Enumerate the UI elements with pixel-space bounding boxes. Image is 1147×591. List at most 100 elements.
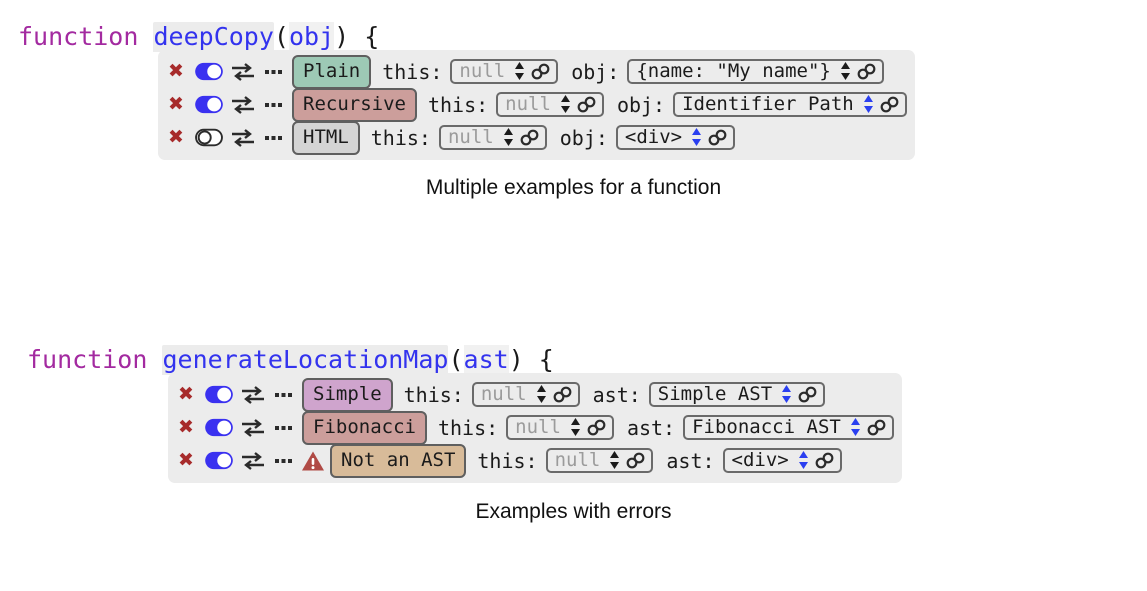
more-icon[interactable] [264, 129, 283, 147]
spinner-icon[interactable] [840, 61, 851, 81]
sig-space [147, 345, 162, 375]
close-paren: ) [334, 22, 350, 51]
arg-value-field[interactable]: null [438, 125, 547, 150]
arg-value-field[interactable]: <div> [615, 125, 736, 150]
arg-value: <div> [624, 125, 683, 148]
spinner-icon[interactable] [570, 417, 581, 437]
close-icon[interactable]: ✖ [168, 60, 184, 82]
arg-value-field[interactable]: null [471, 382, 580, 407]
close-icon[interactable]: ✖ [178, 449, 194, 471]
spinner-icon[interactable] [798, 450, 809, 470]
enable-toggle[interactable] [204, 385, 234, 404]
arg-label: this: [382, 59, 443, 84]
swap-icon[interactable] [231, 95, 255, 115]
spinner-icon[interactable] [850, 417, 861, 437]
example-row[interactable]: ✖ Recursive this: null obj: Identifier P… [166, 87, 907, 122]
sig-space [138, 22, 153, 52]
link-icon[interactable] [798, 385, 817, 404]
close-icon[interactable]: ✖ [178, 383, 194, 405]
spinner-icon[interactable] [536, 384, 547, 404]
arg-label: this: [370, 125, 431, 150]
arg-label: this: [437, 415, 499, 440]
keyword-function: function [27, 345, 148, 374]
example-label-chip[interactable]: Fibonacci [302, 410, 427, 445]
link-icon[interactable] [708, 128, 727, 147]
arg-label: ast: [626, 415, 676, 440]
examples-panel: ✖ Plain this: null obj: {name: "My name"… [158, 50, 915, 160]
link-icon[interactable] [857, 62, 876, 81]
example-label-chip[interactable]: HTML [292, 120, 360, 155]
enable-toggle[interactable] [204, 418, 234, 437]
arg-value: null [447, 125, 494, 148]
spinner-icon[interactable] [609, 450, 620, 470]
spinner-icon[interactable] [514, 61, 525, 81]
link-icon[interactable] [815, 451, 834, 470]
open-brace: { [523, 345, 554, 374]
example-row[interactable]: ✖ Fibonacci this: null ast: Fibonacci AS… [176, 410, 894, 445]
swap-icon[interactable] [241, 418, 265, 438]
arg-value-field[interactable]: <div> [722, 448, 842, 473]
more-icon[interactable] [274, 419, 293, 437]
swap-icon[interactable] [231, 62, 255, 82]
examples-panel-wrap: ✖ Plain this: null obj: {name: "My name"… [0, 50, 1147, 160]
link-icon[interactable] [553, 385, 572, 404]
enable-toggle[interactable] [194, 128, 224, 147]
arg-value-field[interactable]: null [545, 448, 654, 473]
arg-value-field[interactable]: Identifier Path [673, 92, 907, 117]
arg-value: null [554, 448, 601, 471]
enable-toggle[interactable] [194, 95, 224, 114]
example-label-chip[interactable]: Plain [292, 54, 372, 89]
close-icon[interactable]: ✖ [168, 93, 184, 115]
link-icon[interactable] [867, 418, 886, 437]
open-brace: { [349, 22, 380, 51]
swap-icon[interactable] [231, 128, 255, 148]
spinner-icon[interactable] [863, 94, 874, 114]
link-icon[interactable] [880, 95, 899, 114]
arg-value-field[interactable]: Fibonacci AST [683, 415, 894, 440]
function-signature: function deepCopy(obj) { [0, 22, 1147, 52]
examples-panel: ✖ Simple this: null ast: Simple AST [168, 373, 902, 483]
example-label-chip[interactable]: Not an AST [330, 443, 467, 478]
enable-toggle[interactable] [194, 62, 224, 81]
more-icon[interactable] [264, 63, 283, 81]
spinner-icon[interactable] [503, 127, 514, 147]
enable-toggle[interactable] [204, 451, 234, 470]
link-icon[interactable] [626, 451, 645, 470]
example-row[interactable]: ✖ Plain this: null obj: {name: "My name"… [166, 54, 907, 89]
link-icon[interactable] [520, 128, 539, 147]
link-icon[interactable] [577, 95, 596, 114]
open-paren: ( [448, 345, 464, 374]
example-label-chip[interactable]: Recursive [292, 87, 417, 122]
link-icon[interactable] [587, 418, 606, 437]
example-row[interactable]: ✖ Simple this: null ast: Simple AST [176, 377, 894, 412]
open-paren: ( [273, 22, 289, 51]
swap-icon[interactable] [241, 385, 265, 405]
arg-value-field[interactable]: null [506, 415, 614, 440]
more-icon[interactable] [274, 386, 293, 404]
arg-value: null [480, 382, 527, 405]
warning-triangle-icon[interactable] [301, 450, 325, 472]
close-icon[interactable]: ✖ [168, 126, 184, 148]
example-row[interactable]: ✖ Not an AST this: null ast: <div> [176, 443, 894, 478]
arg-value-field[interactable]: null [496, 92, 604, 117]
example-label-chip[interactable]: Simple [302, 377, 393, 412]
example-row[interactable]: ✖ HTML this: null obj: <div> [166, 120, 907, 155]
arg-value: null [505, 92, 551, 115]
more-icon[interactable] [264, 96, 283, 114]
spinner-icon[interactable] [691, 127, 702, 147]
arg-value-field[interactable]: Simple AST [648, 382, 826, 407]
close-icon[interactable]: ✖ [178, 416, 194, 438]
spinner-icon[interactable] [781, 384, 792, 404]
arg-value-field[interactable]: {name: "My name"} [627, 59, 884, 84]
arg-label: this: [477, 448, 538, 473]
link-icon[interactable] [531, 62, 550, 81]
arg-value-field[interactable]: null [450, 59, 559, 84]
keyword-function: function [18, 22, 139, 51]
arg-label: obj: [616, 92, 666, 117]
swap-icon[interactable] [241, 451, 265, 471]
function-signature: function generateLocationMap(ast) { [0, 345, 1147, 375]
more-icon[interactable] [274, 452, 293, 470]
function-example-block: function deepCopy(obj) { ✖ Plain this: n… [0, 22, 1147, 200]
spinner-icon[interactable] [560, 94, 571, 114]
arg-label: obj: [571, 59, 620, 84]
